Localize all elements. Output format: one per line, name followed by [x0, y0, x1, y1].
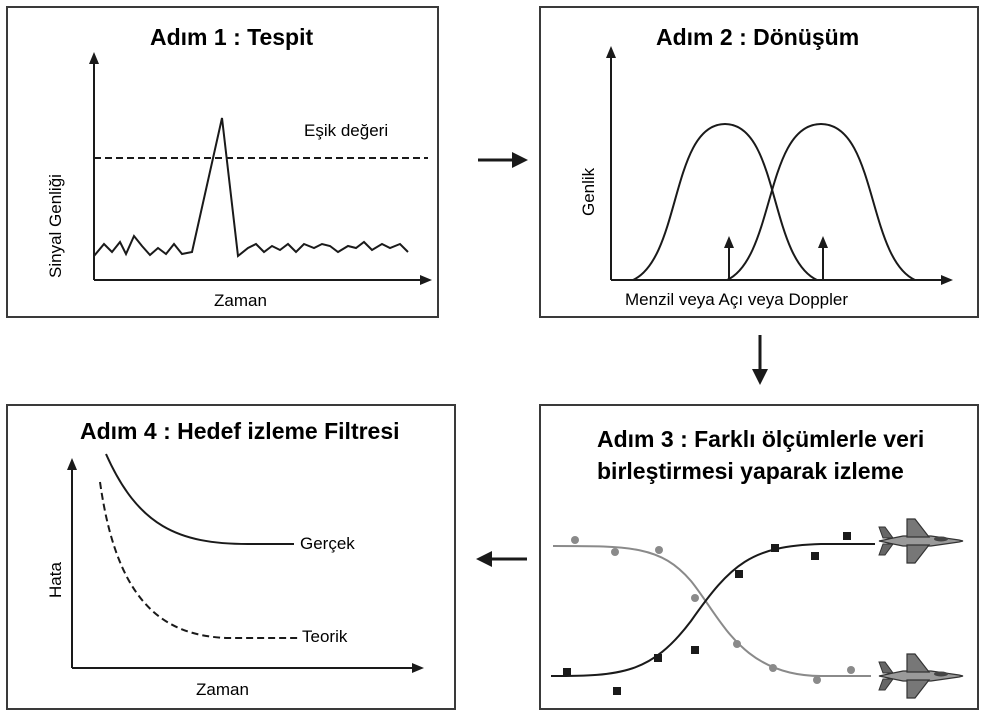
step2-title: Adım 2 : Dönüşüm: [656, 24, 860, 50]
real-error-curve: [105, 453, 294, 545]
step4-y-label: Hata: [46, 562, 65, 598]
step1-x-label: Zaman: [214, 291, 267, 310]
step1-panel: Adım 1 : Tespit Eşik değeri Zaman Sinyal…: [6, 6, 439, 318]
step2-panel: Adım 2 : Dönüşüm Menzil veya Açı veya Do…: [539, 6, 979, 318]
track-black-ascending: [550, 543, 875, 677]
black-measurement-point: [654, 654, 662, 662]
peak-marker-left-arrowhead: [724, 236, 734, 248]
grey-measurement-point: [733, 640, 741, 648]
step4-panel: Adım 4 : Hedef izleme Filtresi Gerçek Te…: [6, 404, 456, 710]
step2-x-axis-arrowhead: [941, 275, 953, 285]
step4-x-label: Zaman: [196, 680, 249, 699]
theory-curve-label: Teorik: [302, 627, 348, 646]
grey-measurement-point: [769, 664, 777, 672]
step3-tracking-graph: [550, 518, 964, 699]
step2-y-label: Genlik: [579, 167, 598, 216]
step3-title-line2: birleştirmesi yaparak izleme: [597, 458, 904, 484]
black-measurement-point: [771, 544, 779, 552]
grey-measurement-point: [813, 676, 821, 684]
step4-error-graph: [67, 453, 424, 673]
fighter-jet-icon: [878, 518, 964, 564]
gaussian-curve-right: [726, 122, 916, 281]
black-measurement-point: [811, 552, 819, 560]
step4-y-axis-arrowhead: [67, 458, 77, 470]
grey-measurement-point: [655, 546, 663, 554]
grey-measurement-point: [847, 666, 855, 674]
black-measurement-point: [735, 570, 743, 578]
theoretical-error-curve: [99, 481, 298, 639]
black-measurements: [563, 532, 851, 695]
step4-title: Adım 4 : Hedef izleme Filtresi: [80, 418, 400, 444]
grey-measurement-point: [571, 536, 579, 544]
grey-measurements: [571, 536, 855, 684]
black-measurement-point: [843, 532, 851, 540]
peak-marker-right-arrowhead: [818, 236, 828, 248]
threshold-label: Eşik değeri: [304, 121, 389, 140]
gaussian-curve-left: [632, 122, 818, 281]
real-curve-label: Gerçek: [300, 534, 355, 553]
grey-measurement-point: [691, 594, 699, 602]
grey-measurement-point: [611, 548, 619, 556]
step3-title-line1: Adım 3 : Farklı ölçümlerle veri: [597, 426, 925, 452]
step1-detection-graph: [89, 52, 432, 285]
black-measurement-point: [691, 646, 699, 654]
step1-y-axis-arrowhead: [89, 52, 99, 64]
down-arrow-icon: [752, 335, 768, 385]
right-arrow-icon: [478, 152, 528, 168]
fighter-jet-icon: [878, 653, 964, 699]
step1-title: Adım 1 : Tespit: [150, 24, 314, 50]
step2-x-label: Menzil veya Açı veya Doppler: [625, 290, 848, 309]
step3-panel: Adım 3 : Farklı ölçümlerle veri birleşti…: [539, 404, 979, 710]
step4-x-axis-arrowhead: [412, 663, 424, 673]
left-arrow-icon: [476, 551, 527, 567]
black-measurement-point: [563, 668, 571, 676]
black-measurement-point: [613, 687, 621, 695]
signal-trace: [93, 117, 409, 258]
step2-y-axis-arrowhead: [606, 46, 616, 58]
step1-y-label: Sinyal Genliği: [46, 174, 65, 278]
track-grey-descending: [552, 545, 871, 677]
step1-x-axis-arrowhead: [420, 275, 432, 285]
step2-transform-graph: [606, 46, 953, 285]
